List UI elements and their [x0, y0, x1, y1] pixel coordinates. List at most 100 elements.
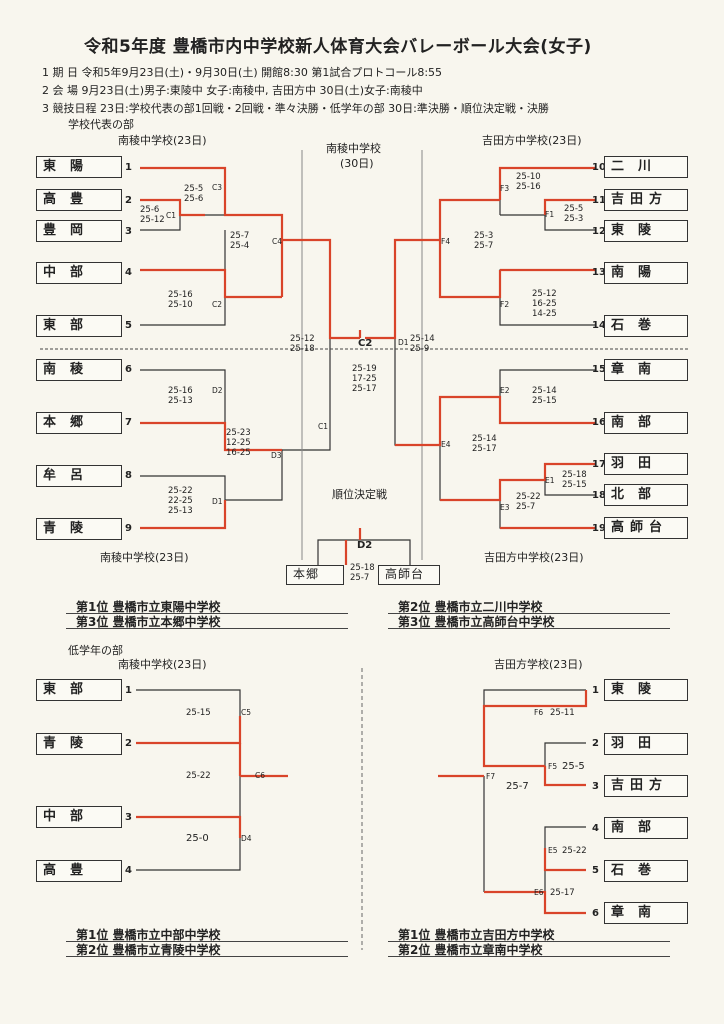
- match-c1-center: C1: [318, 422, 329, 431]
- team-box: 牟呂: [36, 465, 122, 487]
- result-3rd-b: 第3位 豊橋市立高師台中学校: [398, 615, 555, 629]
- score-e1: 25-18 25-15: [562, 470, 587, 490]
- team-box: 豊岡: [36, 220, 122, 242]
- junior-team-box: 東陵: [604, 679, 688, 701]
- team-box: 東部: [36, 315, 122, 337]
- venue-right-bottom: 吉田方中学校(23日): [484, 551, 584, 564]
- score-d3: 25-23 12-25 16-25: [226, 428, 251, 458]
- junior-score-d4: 25-0: [186, 833, 209, 844]
- placement-label: 順位決定戦: [332, 488, 387, 501]
- junior-match-e6: E6: [534, 888, 544, 897]
- team-num: 7: [125, 417, 132, 428]
- match-d1: D1: [212, 497, 223, 506]
- junior-team-num: 5: [592, 865, 599, 876]
- junior-match-f7: F7: [486, 772, 496, 781]
- team-num: 14: [592, 320, 606, 331]
- score-final: 25-12 25-18: [290, 334, 315, 354]
- info-dates: 1 期 日 令和5年9月23日(土)・9月30日(土) 開館8:30 第1試合プ…: [42, 66, 443, 79]
- match-e3: E3: [500, 503, 510, 512]
- score-place: 25-18 25-7: [350, 563, 375, 583]
- junior-score-f6: 25-11: [550, 708, 575, 718]
- team-box: 東陽: [36, 156, 122, 178]
- team-num: 17: [592, 459, 606, 470]
- junior-venue-right: 吉田方学校(23日): [494, 658, 583, 671]
- score-d1: 25-22 22-25 25-13: [168, 486, 193, 516]
- team-box: 高師台: [604, 517, 688, 539]
- match-place: D2: [357, 540, 373, 551]
- match-c2: C2: [212, 300, 223, 309]
- junior-team-num: 1: [592, 685, 599, 696]
- score-d1-center: 25-14 25-9: [410, 334, 435, 354]
- junior-team-box: 南部: [604, 817, 688, 839]
- team-box: 青陵: [36, 518, 122, 540]
- team-box: 東陵: [604, 220, 688, 242]
- placement-team-left: 本郷: [286, 565, 344, 585]
- junior-result-1st-right: 第1位 豊橋市立吉田方中学校: [398, 928, 555, 942]
- junior-team-box: 羽田: [604, 733, 688, 755]
- score-f4: 25-3 25-7: [474, 231, 494, 251]
- junior-score-c6: 25-22: [186, 771, 211, 781]
- team-box: 吉田方: [604, 189, 688, 211]
- junior-result-1st-left: 第1位 豊橋市立中部中学校: [76, 928, 221, 942]
- junior-match-e5: E5: [548, 846, 558, 855]
- match-e1: E1: [545, 476, 555, 485]
- junior-score-f7: 25-7: [506, 781, 529, 792]
- match-d2: D2: [212, 386, 223, 395]
- team-num: 4: [125, 267, 132, 278]
- score-f3: 25-10 25-16: [516, 172, 541, 192]
- team-box: 南稜: [36, 359, 122, 381]
- match-f3: F3: [500, 184, 510, 193]
- result-1st: 第1位 豊橋市立東陽中学校: [76, 600, 221, 614]
- junior-score-f5: 25-5: [562, 761, 585, 772]
- info-schedule: 3 競技日程 23日:学校代表の部1回戦・2回戦・準々決勝・低学年の部 30日:…: [42, 102, 549, 115]
- venue-right: 吉田方中学校(23日): [482, 134, 582, 147]
- team-box: 北部: [604, 484, 688, 506]
- team-box: 石巻: [604, 315, 688, 337]
- match-f4: F4: [441, 237, 451, 246]
- team-num: 3: [125, 226, 132, 237]
- team-num: 5: [125, 320, 132, 331]
- junior-team-num: 1: [125, 685, 132, 696]
- junior-team-box: 吉田方: [604, 775, 688, 797]
- team-num: 12: [592, 226, 606, 237]
- team-num: 9: [125, 523, 132, 534]
- info-venues: 2 会 場 9月23日(土)男子:東陵中 女子:南稜中, 吉田方中 30日(土)…: [42, 84, 423, 97]
- junior-score-c5: 25-15: [186, 708, 211, 718]
- junior-match-d4: D4: [241, 834, 252, 843]
- junior-team-num: 4: [592, 823, 599, 834]
- page-title: 令和5年度 豊橋市内中学校新人体育大会バレーボール大会(女子): [84, 37, 592, 57]
- junior-team-num: 2: [592, 738, 599, 749]
- match-c3: C3: [212, 183, 223, 192]
- result-3rd-a: 第3位 豊橋市立本郷中学校: [76, 615, 221, 629]
- match-d3: D3: [271, 451, 282, 460]
- junior-team-box: 青陵: [36, 733, 122, 755]
- match-c1: C1: [166, 211, 177, 220]
- score-c1: 25-6 25-12: [140, 205, 165, 225]
- team-box: 章南: [604, 359, 688, 381]
- score-e4: 25-14 25-17: [472, 434, 497, 454]
- junior-team-num: 4: [125, 865, 132, 876]
- junior-team-box: 石巻: [604, 860, 688, 882]
- team-num: 15: [592, 364, 606, 375]
- match-d1-center: D1: [398, 338, 409, 347]
- junior-team-box: 高豊: [36, 860, 122, 882]
- score-e2: 25-14 25-15: [532, 386, 557, 406]
- match-c4: C4: [272, 237, 283, 246]
- team-box: 南部: [604, 412, 688, 434]
- score-c2: 25-16 25-10: [168, 290, 193, 310]
- junior-team-num: 2: [125, 738, 132, 749]
- junior-team-box: 章南: [604, 902, 688, 924]
- junior-result-2nd-left: 第2位 豊橋市立青陵中学校: [76, 943, 221, 957]
- team-num: 19: [592, 523, 606, 534]
- match-e2: E2: [500, 386, 510, 395]
- team-num: 6: [125, 364, 132, 375]
- score-e3: 25-22 25-7: [516, 492, 541, 512]
- match-final: C2: [358, 338, 373, 349]
- junior-team-box: 中部: [36, 806, 122, 828]
- score-c4: 25-7 25-4: [230, 231, 250, 251]
- team-num: 13: [592, 267, 606, 278]
- junior-score-e6: 25-17: [550, 888, 575, 898]
- junior-score-e5: 25-22: [562, 846, 587, 856]
- junior-team-num: 6: [592, 908, 599, 919]
- team-num: 11: [592, 195, 606, 206]
